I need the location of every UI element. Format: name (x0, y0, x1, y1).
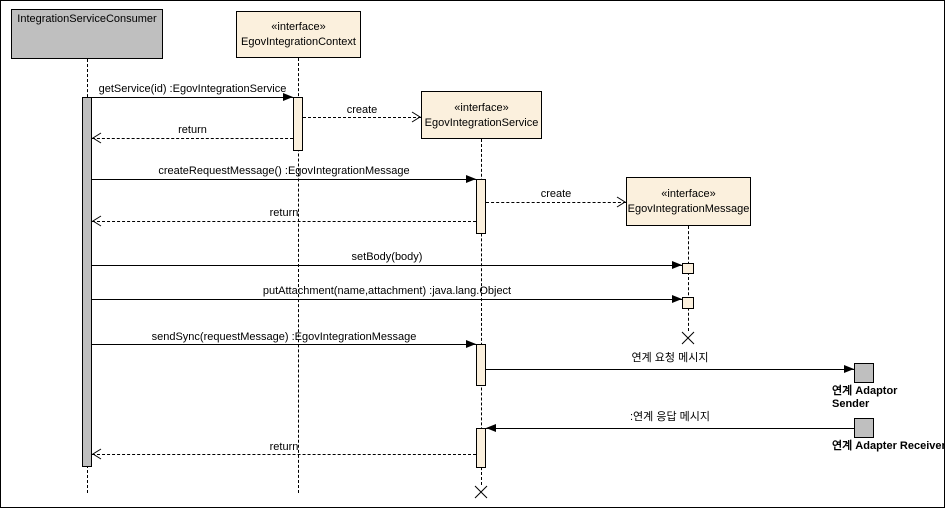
actor-receiver-square (854, 418, 874, 438)
message-line (486, 428, 854, 429)
actor-receiver-line1: 연계 Adapter Receiver (832, 440, 945, 452)
arrowhead-icon (466, 340, 476, 348)
destroy-x-icon (681, 331, 695, 345)
participant-service-box: «interface» EgovIntegrationService (421, 91, 542, 139)
participant-message-box: «interface» EgovIntegrationMessage (626, 177, 751, 226)
stereotype-label: «interface» (454, 101, 509, 114)
actor-sender-line2: Sender (832, 398, 870, 410)
message-label: return (269, 207, 299, 219)
actor-receiver-label: 연계 Adapter Receiver (832, 440, 945, 453)
message-line (92, 221, 476, 222)
message-line (303, 117, 421, 118)
message-label: :연계 응답 메시지 (629, 411, 710, 423)
message-label: setBody(body) (351, 251, 423, 263)
message-label: putAttachment(name,attachment) :java.lan… (262, 285, 512, 297)
message-label: return (178, 124, 207, 136)
actor-sender-square (854, 363, 874, 383)
message-line (92, 179, 476, 180)
message-label: 연계 요청 메시지 (631, 352, 709, 364)
activation-message-2 (682, 297, 694, 309)
activation-service-1 (476, 179, 486, 234)
open-arrowhead-icon (411, 111, 421, 123)
open-arrowhead-icon (92, 215, 102, 227)
open-arrowhead-icon (92, 448, 102, 460)
actor-sender-line1: 연계 Adaptor (832, 385, 898, 397)
message-label: getService(id) :EgovIntegrationService (98, 83, 287, 95)
message-label: create (540, 188, 572, 200)
message-line (92, 344, 476, 345)
stereotype-label: «interface» (661, 188, 716, 200)
participant-name: EgovIntegrationMessage (627, 203, 750, 215)
arrowhead-icon (466, 175, 476, 183)
lifeline-service (481, 139, 482, 485)
message-line (92, 454, 476, 455)
arrowhead-icon (672, 261, 682, 269)
message-line (486, 369, 854, 370)
lifeline-context (298, 58, 299, 493)
destroy-x-icon (474, 485, 488, 499)
message-line (92, 265, 682, 266)
participant-name: EgovIntegrationContext (241, 36, 356, 48)
open-arrowhead-icon (92, 132, 102, 144)
message-label: create (346, 104, 378, 116)
message-line (486, 202, 626, 203)
message-label: return (269, 441, 299, 453)
lifeline-message (688, 226, 689, 331)
participant-consumer-box: IntegrationServiceConsumer (11, 9, 163, 59)
participant-name: EgovIntegrationService (424, 116, 539, 129)
arrowhead-icon (283, 93, 293, 101)
stereotype-label: «interface» (271, 21, 326, 33)
message-line (92, 299, 682, 300)
activation-service-2 (476, 344, 486, 386)
actor-sender-label: 연계 Adaptor Sender (832, 385, 897, 411)
activation-context (293, 97, 303, 151)
arrowhead-icon (672, 295, 682, 303)
message-line (92, 97, 293, 98)
activation-service-3 (476, 428, 486, 468)
message-label: sendSync(requestMessage) :EgovIntegratio… (151, 331, 417, 343)
message-line (92, 138, 293, 139)
activation-consumer (82, 97, 92, 467)
arrowhead-icon (844, 365, 854, 373)
message-label: createRequestMessage() :EgovIntegrationM… (158, 165, 410, 177)
arrowhead-icon (486, 424, 496, 432)
activation-message-1 (682, 263, 694, 274)
participant-context-box: «interface» EgovIntegrationContext (236, 11, 361, 58)
open-arrowhead-icon (616, 196, 626, 208)
participant-name: IntegrationServiceConsumer (17, 13, 157, 25)
